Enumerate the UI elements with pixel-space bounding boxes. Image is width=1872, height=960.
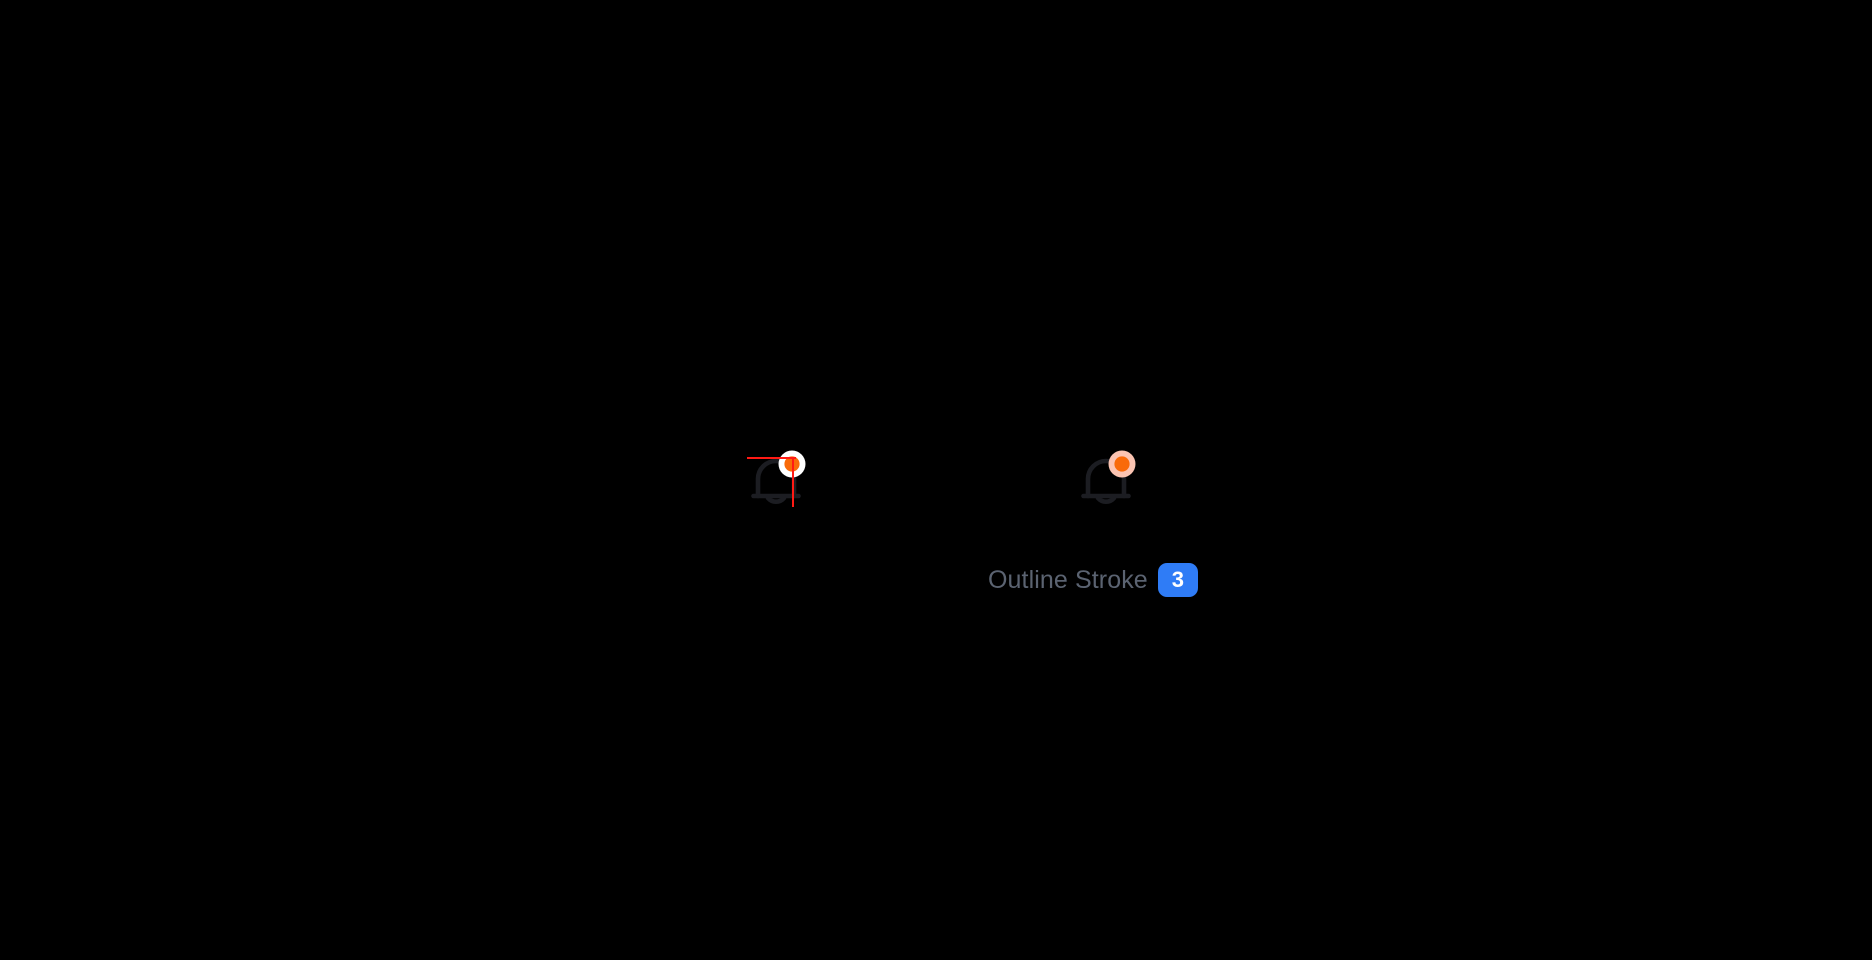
- bell-icon-selected-graphic: [751, 450, 806, 504]
- bell-icon-graphic: [1081, 450, 1136, 504]
- bell-clapper-path: [765, 495, 787, 504]
- bell-icon[interactable]: [1072, 448, 1144, 520]
- outline-stroke-label-row: Outline Stroke 3: [988, 563, 1198, 597]
- outline-stroke-count-badge: 3: [1157, 563, 1198, 597]
- bell-badge-dot: [784, 456, 800, 472]
- outline-stroke-label: Outline Stroke: [988, 566, 1148, 594]
- bell-icon-selected[interactable]: [742, 448, 814, 520]
- bell-clapper-path: [1095, 495, 1117, 504]
- bell-badge-dot: [1114, 456, 1130, 472]
